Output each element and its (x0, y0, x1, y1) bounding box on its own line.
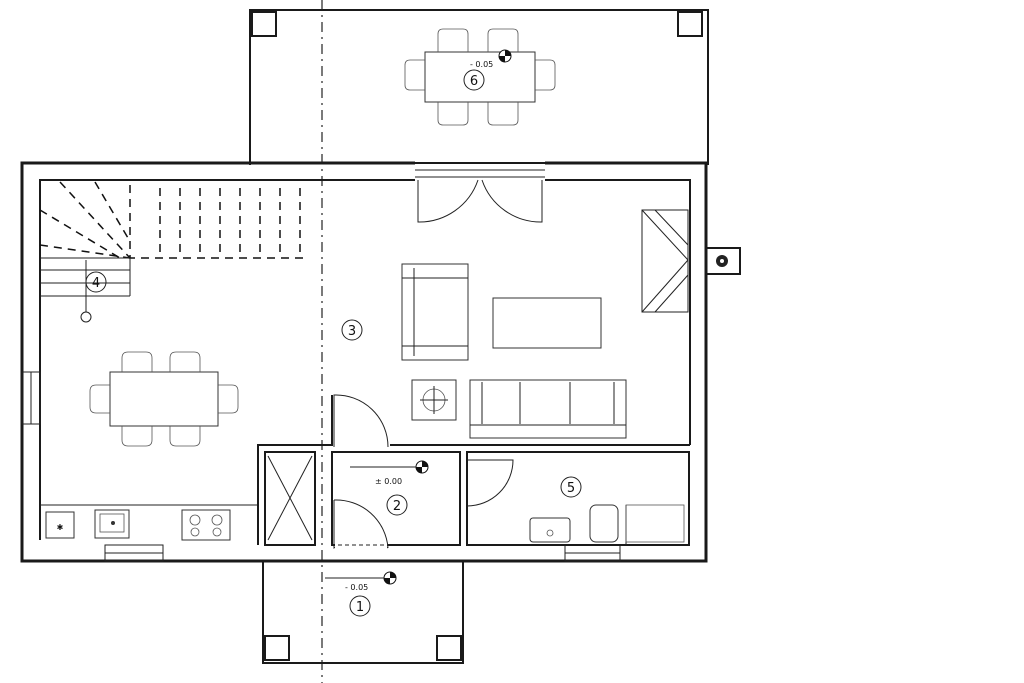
kitchen-counter: ✱ (40, 504, 258, 541)
fireplace (641, 209, 689, 313)
room-label-6: 6 (463, 69, 485, 91)
room-number-3: 3 (348, 324, 356, 339)
svg-text:✱: ✱ (57, 523, 64, 532)
staircase (39, 181, 308, 323)
terrace-outline (249, 9, 709, 165)
room-number-2: 2 (393, 499, 401, 514)
room-number-4: 4 (92, 276, 100, 291)
room-label-1: 1 (349, 595, 371, 617)
room-label-5: 5 (560, 476, 582, 498)
room-number-5: 5 (567, 481, 575, 496)
terrace-dining-table (404, 28, 556, 126)
level-marker-entry: - 0.05 (325, 571, 397, 592)
external-meter (705, 247, 741, 275)
room-number-6: 6 (470, 74, 478, 89)
hall-level-text: ± 0.00 (375, 477, 402, 486)
utility-fixtures (529, 504, 685, 545)
living-furniture (401, 263, 627, 439)
room-label-2: 2 (386, 494, 408, 516)
interior-walls (257, 395, 690, 546)
level-marker-terrace: - 0.05 (470, 49, 512, 69)
room-label-3: 3 (341, 319, 363, 341)
room-label-4: 4 (85, 271, 107, 293)
room-number-1: 1 (356, 600, 364, 615)
terrace-level-text: - 0.05 (470, 60, 493, 69)
house-walls (20, 160, 708, 563)
dining-table (89, 351, 239, 447)
terrace-double-door (417, 179, 543, 223)
entry-level-text: - 0.05 (345, 583, 368, 592)
hall-doors (333, 394, 514, 550)
level-marker-hall: ± 0.00 (350, 460, 429, 486)
entry-porch (262, 561, 464, 664)
